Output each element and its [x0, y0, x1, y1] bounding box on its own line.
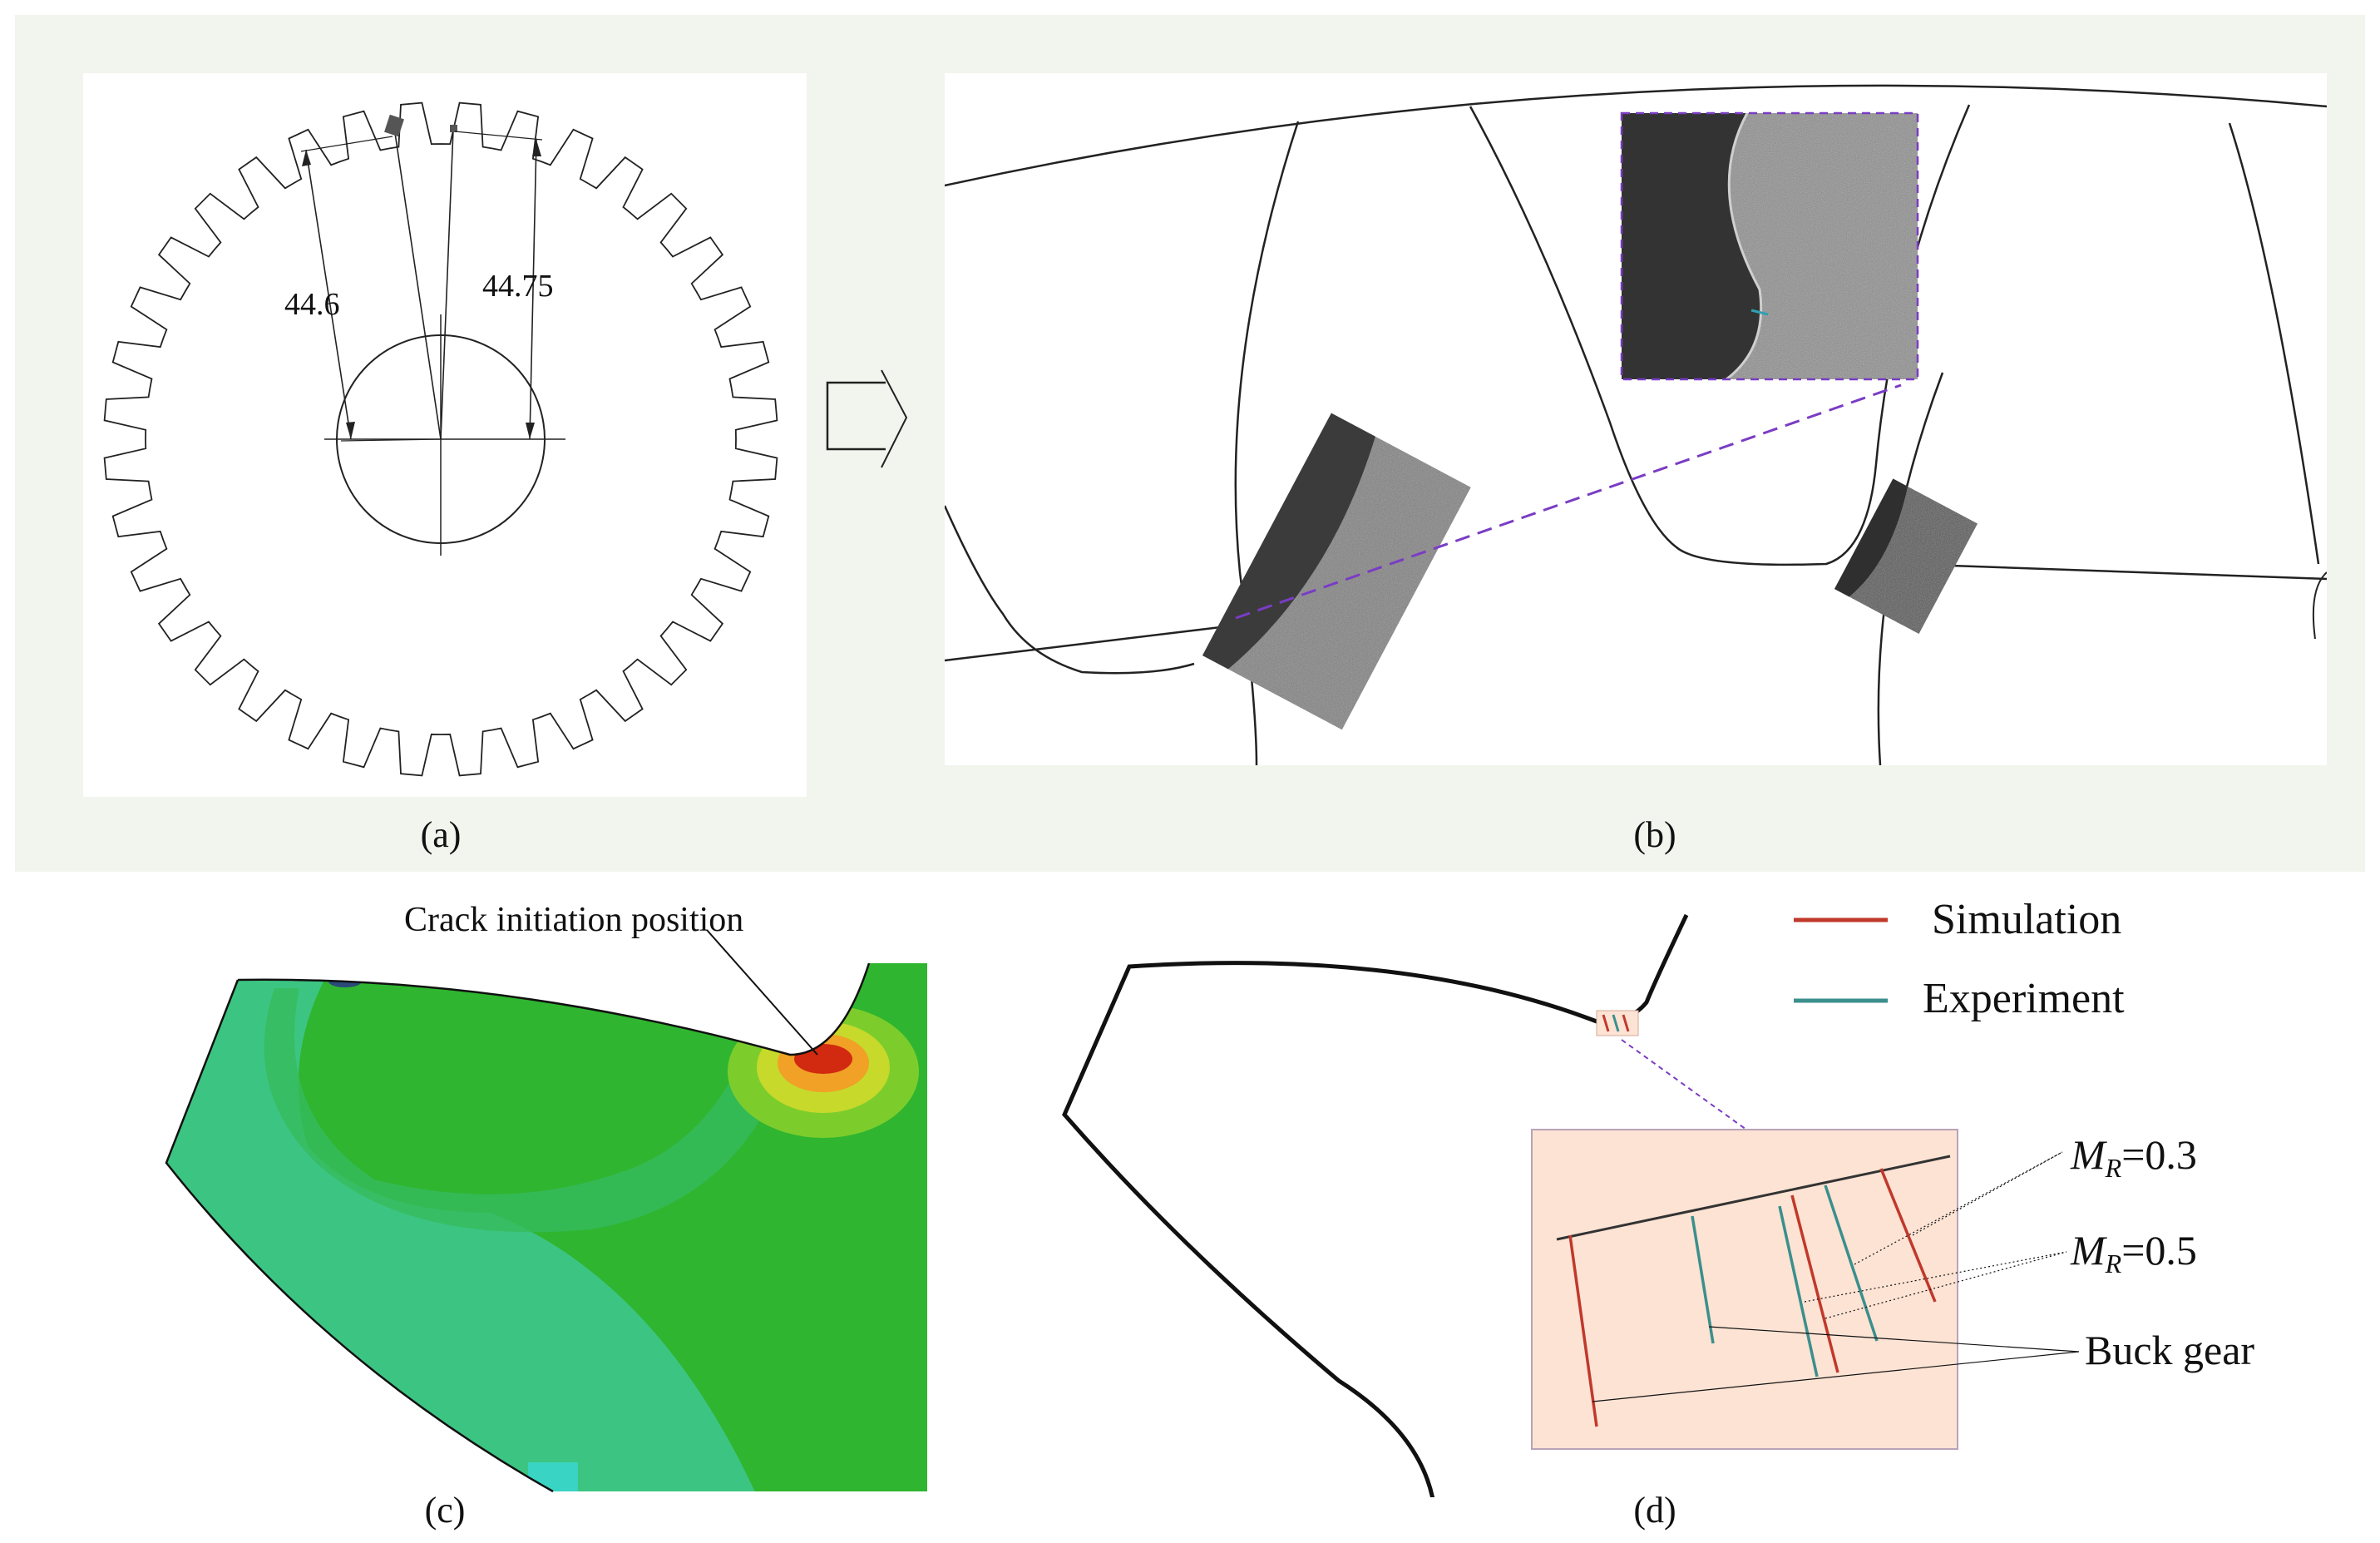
- transition-arrow: [826, 369, 908, 468]
- exp-crack-mr05: [1778, 1205, 1819, 1377]
- mr-subscript: R: [2105, 1249, 2122, 1278]
- micrograph-left: [1202, 413, 1471, 730]
- panel-b-label: (b): [1633, 814, 1676, 855]
- dim-arrow-right-bottom: [526, 423, 535, 439]
- leader-mr03-a: [1854, 1151, 2063, 1265]
- panel-d-label: (d): [1633, 1490, 1676, 1531]
- mini-crack-3: [1622, 1014, 1630, 1032]
- mr-symbol: M: [2070, 1131, 2107, 1178]
- zoom-leader-dashed: [1621, 1039, 1747, 1130]
- panel-c-label: (c): [424, 1490, 466, 1531]
- mr-symbol: M: [2070, 1227, 2107, 1273]
- radial-line-right: [440, 129, 454, 440]
- crack-paths-svg: Simulation Experiment MR=0.3 MR=0.5 Buck…: [1062, 896, 2254, 1519]
- tooth-flank-1: [1234, 121, 1300, 765]
- ext-line-left-top: [300, 136, 393, 152]
- leader-mr03-b: [1912, 1151, 2063, 1236]
- crack-marker-large: [384, 114, 404, 137]
- dedendum-line-left: [945, 625, 1228, 662]
- mr-label-0-3: MR=0.3: [2070, 1131, 2197, 1183]
- dedendum-line-right: [1950, 564, 2327, 581]
- dim-line-right: [529, 139, 537, 440]
- leader-buck-b: [1708, 1326, 2080, 1353]
- mini-crack-1: [1602, 1014, 1610, 1032]
- root-left: [945, 505, 1195, 675]
- mini-crack-2: [1612, 1014, 1620, 1032]
- micrograph-right: [1834, 478, 1978, 634]
- dim-arrow-right-top: [532, 140, 541, 156]
- gear-tooth-profile: [103, 101, 778, 777]
- ext-line-right-top: [454, 131, 543, 141]
- addendum-arc: [945, 84, 2327, 187]
- leader-mr05-a: [1804, 1251, 2067, 1303]
- crack-marker-small: [450, 125, 457, 132]
- contour-lightgreen-band: [264, 988, 790, 1233]
- exp-crack-mr03: [1824, 1184, 1879, 1342]
- buck-gear-label: Buck gear: [2085, 1327, 2254, 1373]
- mr-value-0-3: =0.3: [2121, 1131, 2197, 1178]
- panel-a-gear-drawing: 44.6 44.75: [83, 73, 807, 797]
- panel-b-tooth-detail: [945, 73, 2327, 765]
- dim-arrow-left-bottom: [346, 422, 355, 439]
- panel-c-stress-contour: [158, 897, 948, 1496]
- legend-label-simulation: Simulation: [1932, 898, 2121, 943]
- panel-d-crack-paths: Simulation Experiment MR=0.3 MR=0.5 Buck…: [1048, 896, 2345, 1519]
- leader-buck-a: [1592, 1351, 2080, 1402]
- leader-mr05-b: [1825, 1251, 2067, 1319]
- dim-label-left: 44.6: [284, 287, 340, 322]
- tooth-flank-5: [2312, 571, 2327, 640]
- exp-crack-buck: [1691, 1215, 1715, 1344]
- sim-crack-mr03: [1879, 1168, 1937, 1303]
- contour-hotspot-core: [794, 1044, 852, 1074]
- dim-label-right: 44.75: [482, 269, 554, 304]
- mr-label-0-5: MR=0.5: [2070, 1227, 2197, 1278]
- inset-tooth-surface: [1556, 1155, 1951, 1241]
- crack-callout-line: [706, 929, 818, 1056]
- tooth-outline-c: [237, 962, 871, 1056]
- gear-teeth: [103, 101, 778, 777]
- stress-contour-svg: [165, 929, 927, 1493]
- tooth-outline-d: [1062, 913, 1689, 1519]
- mr-subscript: R: [2105, 1153, 2122, 1183]
- crack-initiation-annotation: Crack initiation position: [404, 901, 744, 939]
- sim-crack-mr05: [1790, 1194, 1839, 1373]
- gear-outline-svg: 44.6 44.75: [103, 101, 778, 777]
- tooth-flank-4: [2228, 122, 2320, 565]
- zoom-inset: [1620, 111, 1919, 381]
- radial-line-left: [394, 132, 442, 440]
- crack-region-highlight: [1596, 1010, 1639, 1036]
- tooth-detail-svg: [945, 84, 2327, 765]
- dim-line-left: [305, 149, 352, 440]
- ext-line-left-bottom: [340, 438, 442, 442]
- tooth-outline-c-lower: [165, 979, 554, 1493]
- sim-crack-buck: [1568, 1234, 1598, 1427]
- dim-arrow-left-top: [302, 150, 311, 166]
- mr-value-0-5: =0.5: [2121, 1227, 2197, 1273]
- zoom-connector-dashed: [1235, 383, 1902, 620]
- panel-a-label: (a): [420, 814, 462, 855]
- legend-label-experiment: Experiment: [1923, 975, 2125, 1022]
